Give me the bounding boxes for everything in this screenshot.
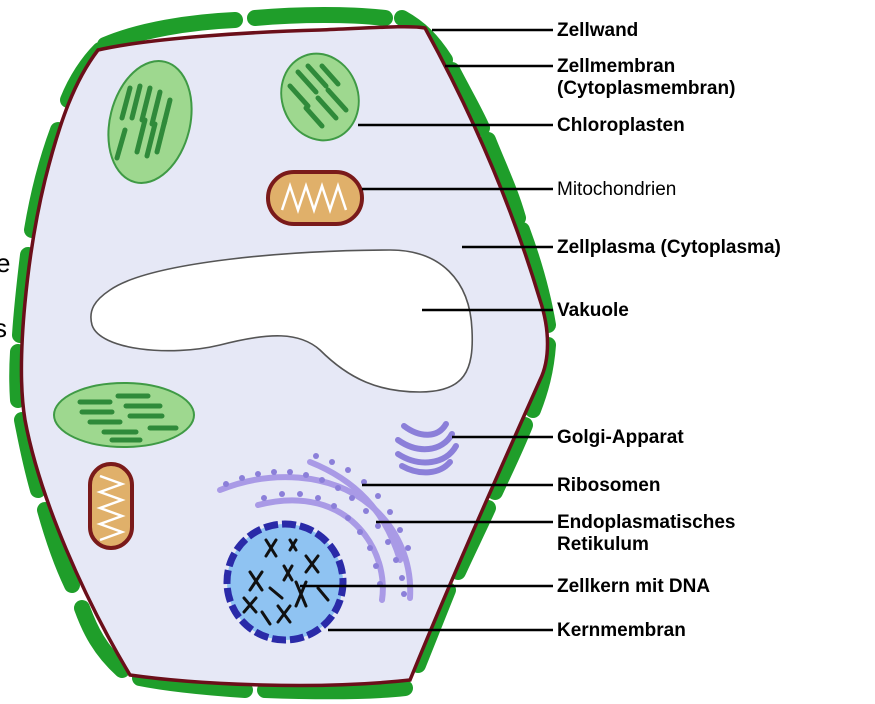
edge-fragment-e: e	[0, 248, 10, 278]
label-kernmembran: Kernmembran	[557, 620, 686, 641]
label-er: Endoplasmatisches	[557, 512, 735, 533]
label-mitochondrien: Mitochondrien	[557, 179, 676, 200]
label-er-sub: Retikulum	[557, 534, 649, 555]
label-zellmembran: Zellmembran	[557, 56, 675, 77]
label-zellmembran-sub: (Cytoplasmembran)	[557, 78, 735, 99]
labels: Zellwand Zellmembran (Cytoplasmembran) C…	[557, 20, 781, 641]
edge-fragment-s: s	[0, 313, 7, 343]
label-ribosomen: Ribosomen	[557, 475, 660, 496]
label-zellplasma: Zellplasma (Cytoplasma)	[557, 237, 781, 258]
chloroplast-left	[54, 383, 194, 447]
label-zellwand: Zellwand	[557, 20, 638, 41]
mitochondrion-left	[90, 464, 132, 548]
nucleus	[227, 524, 343, 640]
label-vakuole: Vakuole	[557, 300, 629, 321]
label-golgi: Golgi-Apparat	[557, 427, 684, 448]
mitochondrion-top	[268, 172, 362, 224]
label-chloroplasten: Chloroplasten	[557, 115, 685, 136]
label-zellkern: Zellkern mit DNA	[557, 576, 710, 597]
